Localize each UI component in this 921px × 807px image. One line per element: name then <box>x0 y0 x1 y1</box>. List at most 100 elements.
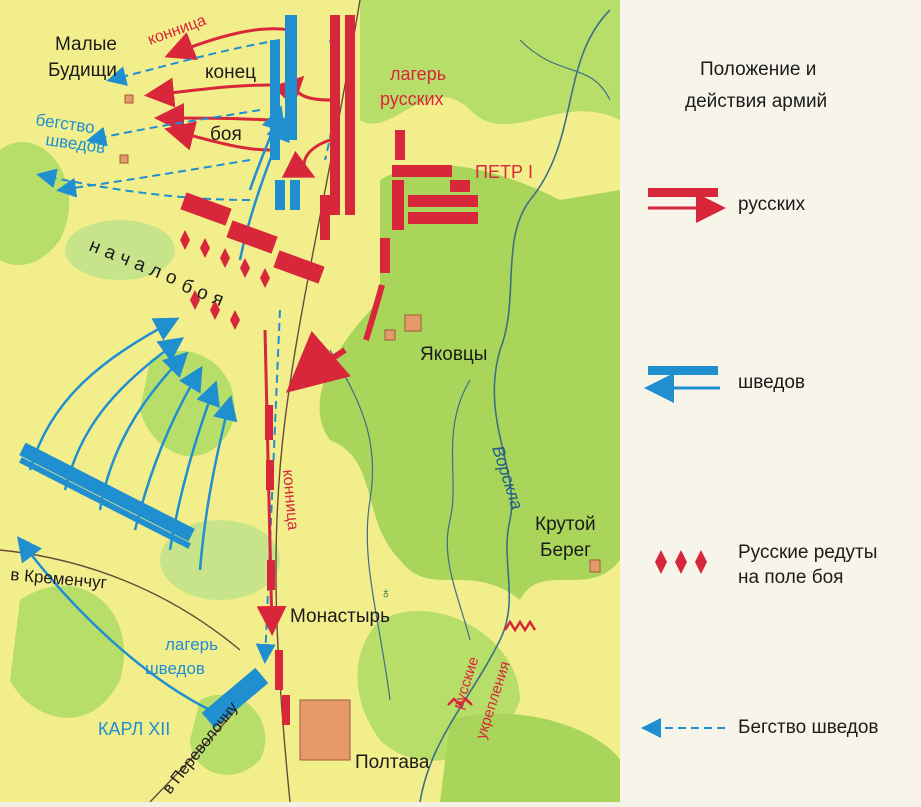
swedish-unit <box>275 180 285 210</box>
swedish-camp <box>201 667 269 729</box>
village <box>384 329 396 341</box>
legend-swedish-swatch <box>648 366 718 375</box>
russian-unit <box>267 560 275 590</box>
swedish-arrow <box>28 317 180 471</box>
place-malye-budishchi: Малые <box>55 34 117 55</box>
russian-unit <box>392 180 404 230</box>
stream <box>446 379 471 641</box>
redoubt <box>230 310 240 330</box>
label-russian-camp: лагерь <box>390 64 446 84</box>
legend: Положение и действия армий русских шведо… <box>620 0 921 802</box>
legend-title: Положение и <box>700 59 816 80</box>
label-cavalry: конница <box>279 469 301 531</box>
russian-arrow <box>281 138 331 178</box>
village <box>404 314 422 332</box>
monastery-icon: ♁ <box>380 585 392 602</box>
swedish-unit <box>18 457 192 549</box>
legend-redoubt-icon <box>655 550 707 574</box>
russian-army-end <box>320 15 355 240</box>
russian-unit <box>345 15 355 215</box>
swedish-arrow <box>248 105 286 191</box>
russian-arrow <box>285 330 351 393</box>
swedish-army-end <box>238 15 300 261</box>
village <box>119 154 129 164</box>
forest-patch <box>440 713 620 802</box>
swedish-arrow <box>16 536 211 712</box>
forest-patch <box>65 220 175 280</box>
place-krutoy-bereg: Крутой <box>535 514 596 535</box>
redoubt <box>260 268 270 288</box>
village <box>299 699 351 761</box>
label-russian-camp: русских <box>380 89 444 109</box>
village <box>124 94 134 104</box>
russian-unit <box>180 192 232 226</box>
redoubt-markers <box>180 230 270 330</box>
russian-unit <box>320 195 330 240</box>
russian-arrow <box>164 27 291 61</box>
redoubt <box>200 238 210 258</box>
swedish-unit <box>270 40 280 160</box>
russian-unit <box>380 238 390 273</box>
redoubt <box>240 258 250 278</box>
legend-redoubts: на поле боя <box>738 567 843 588</box>
legend-swedes: шведов <box>738 372 805 393</box>
legend-russians: русских <box>738 194 806 215</box>
russian-camp <box>285 130 478 393</box>
village <box>589 559 601 573</box>
redoubt <box>190 290 200 310</box>
russian-unit <box>395 130 405 160</box>
place-krutoy-bereg: Берег <box>540 540 591 561</box>
forest-patch <box>319 165 620 600</box>
legend-flight: Бегство шведов <box>738 717 879 738</box>
flight-arrow <box>86 109 261 147</box>
battle-start <box>180 192 325 330</box>
river-vorskla <box>419 9 611 803</box>
swedish-advance <box>16 317 269 729</box>
swedish-unit <box>285 15 297 140</box>
label-end-of-battle: конец <box>205 62 256 83</box>
place-poltava: Полтава <box>355 752 430 773</box>
label-end-of-battle: боя <box>210 124 242 145</box>
russian-unit <box>408 212 478 224</box>
russian-cavalry-top <box>144 27 331 178</box>
stream <box>519 39 611 101</box>
label-peter: ПЕТР I <box>475 162 533 182</box>
russian-unit <box>392 165 452 177</box>
label-charles: КАРЛ XII <box>98 719 170 739</box>
forest-patch <box>0 0 620 125</box>
russian-unit <box>450 180 470 192</box>
russian-unit <box>226 220 278 254</box>
forest-patch <box>10 585 124 718</box>
russian-fortifications <box>447 619 537 707</box>
flight-arrow <box>36 168 251 201</box>
flight-arrow <box>56 159 251 198</box>
redoubt <box>180 230 190 250</box>
russian-arrow <box>272 75 331 108</box>
legend-russian-swatch <box>648 188 718 197</box>
swedish-unit <box>290 180 300 210</box>
legend-title: действия армий <box>685 91 827 112</box>
russian-cavalry-center <box>256 329 290 725</box>
forest-patch <box>160 520 280 600</box>
russian-arrow <box>363 284 385 341</box>
russian-unit <box>266 460 274 490</box>
russian-unit <box>275 650 283 690</box>
place-yakovtsy: Яковцы <box>420 344 487 365</box>
swedish-unit <box>19 442 195 542</box>
place-monastyr: Монастырь <box>290 606 390 627</box>
redoubt <box>210 300 220 320</box>
villages <box>119 94 601 761</box>
russian-unit <box>265 405 273 440</box>
label-swedish-camp: шведов <box>145 659 205 678</box>
russian-unit <box>330 15 340 215</box>
place-malye-budishchi: Будищи <box>48 60 117 81</box>
russian-arrow <box>144 77 271 108</box>
russian-arrow <box>164 121 271 152</box>
legend-redoubts: Русские редуты <box>738 542 877 563</box>
russian-unit <box>273 250 325 284</box>
redoubt <box>220 248 230 268</box>
swedish-arrow <box>198 395 238 571</box>
russian-unit <box>408 195 478 207</box>
russian-unit <box>282 695 290 725</box>
